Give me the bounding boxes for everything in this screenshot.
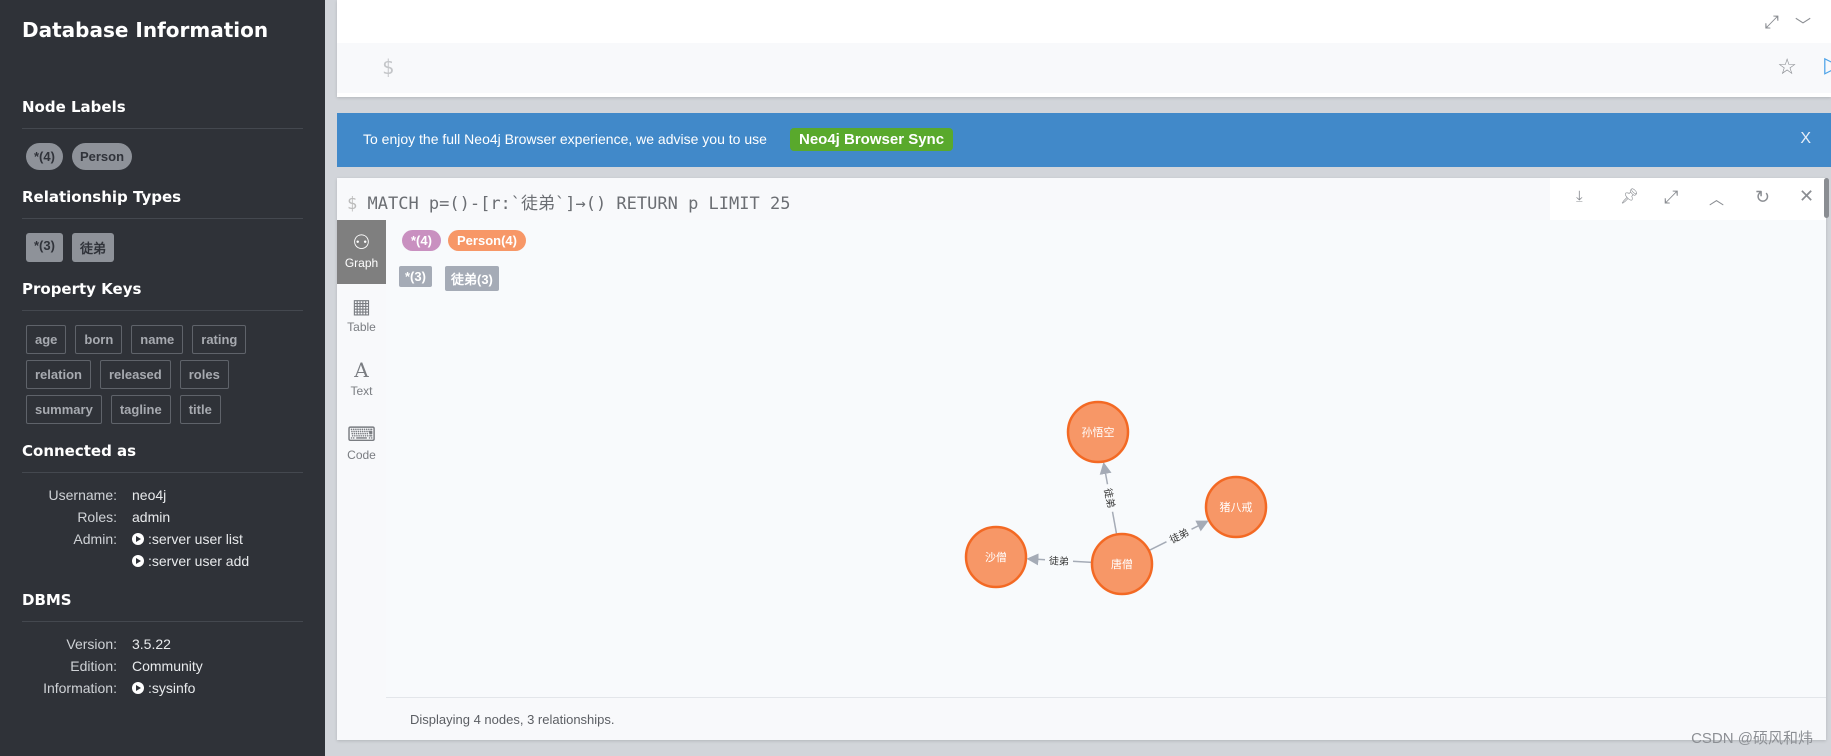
username: neo4j	[132, 487, 167, 503]
roles-label: Roles:	[77, 509, 117, 525]
close-icon[interactable]: ✕	[1799, 186, 1815, 206]
username-label: Username:	[48, 487, 117, 503]
relationship-label-bg	[1100, 482, 1120, 514]
rel-pill-tudi[interactable]: 徒弟(3)	[445, 266, 499, 291]
code-icon: ⌨	[347, 424, 376, 446]
node-caption: 孙悟空	[1082, 425, 1115, 439]
rel-types-heading: Relationship Types	[22, 188, 303, 219]
prompt-symbol: $	[382, 55, 395, 79]
label-pill-person[interactable]: Person(4)	[448, 230, 526, 251]
banner-close-button[interactable]: X	[1800, 130, 1811, 147]
chevron-up-icon[interactable]: ︿	[1709, 191, 1725, 208]
tab-graph[interactable]: ⚇ Graph	[337, 220, 386, 284]
play-icon	[132, 555, 144, 567]
result-footer: Displaying 4 nodes, 3 relationships.	[386, 697, 1826, 740]
rel-type-tudi[interactable]: 徒弟	[71, 233, 114, 262]
sync-banner: To enjoy the full Neo4j Browser experien…	[337, 113, 1831, 167]
text-icon: A	[354, 358, 369, 382]
expand-icon[interactable]: ⤢	[1764, 12, 1779, 32]
info-label: Information:	[43, 680, 117, 696]
query-text: MATCH p=()-[r:`徒弟`]→() RETURN p LIMIT 25	[367, 194, 791, 214]
graph-icon: ⚇	[352, 232, 371, 254]
link-text: :sysinfo	[148, 680, 196, 696]
scrollbar[interactable]	[1824, 178, 1829, 218]
graph-node[interactable]	[1090, 532, 1154, 596]
node-label-person[interactable]: Person	[71, 143, 133, 170]
expand-icon[interactable]: ⤢	[1664, 187, 1679, 207]
table-icon: ▦	[352, 296, 371, 318]
tab-label: Code	[347, 448, 376, 462]
star-icon[interactable]: ☆	[1777, 54, 1797, 79]
node-labels-heading: Node Labels	[22, 98, 303, 129]
play-icon	[132, 533, 144, 545]
watermark: CSDN @硕风和炜	[1691, 730, 1813, 747]
property-keys-heading: Property Keys	[22, 280, 303, 311]
graph-view[interactable]: *(4) Person(4) *(3) 徒弟(3) 徒弟徒弟徒弟孙悟空猪八戒沙僧…	[386, 220, 1826, 697]
tab-label: Graph	[344, 256, 379, 270]
tab-label: Text	[350, 384, 373, 398]
chevron-down-icon[interactable]: ﹀	[1794, 18, 1811, 35]
graph-node[interactable]	[1204, 475, 1268, 539]
tab-text[interactable]: A Text	[337, 348, 386, 412]
result-query[interactable]: $ MATCH p=()-[r:`徒弟`]→() RETURN p LIMIT …	[337, 178, 1550, 220]
property-key[interactable]: rating	[192, 325, 247, 354]
result-frame: $ MATCH p=()-[r:`徒弟`]→() RETURN p LIMIT …	[337, 178, 1826, 740]
play-icon	[132, 682, 144, 694]
property-key[interactable]: summary	[26, 395, 102, 424]
graph-node[interactable]	[964, 525, 1028, 589]
node-caption: 沙僧	[985, 551, 1007, 564]
tab-label: Table	[347, 320, 376, 334]
link-text: :server user list	[148, 531, 243, 547]
node-caption: 猪八戒	[1220, 501, 1253, 514]
sidebar-title: Database Information	[22, 18, 269, 42]
graph-node[interactable]	[1066, 400, 1130, 464]
label-pill-all[interactable]: *(4)	[402, 230, 441, 251]
pin-icon[interactable]: 📌︎	[1620, 188, 1640, 205]
browser-sync-button[interactable]: Neo4j Browser Sync	[790, 128, 954, 151]
node-label-all[interactable]: *(4)	[26, 143, 63, 170]
rerun-icon[interactable]: ↻	[1755, 187, 1771, 207]
node-caption: 唐僧	[1111, 557, 1133, 571]
tab-code[interactable]: ⌨ Code	[337, 412, 386, 476]
property-key[interactable]: released	[99, 360, 171, 389]
property-key[interactable]: born	[75, 325, 123, 354]
query-input[interactable]: $ ☆ ▷	[337, 43, 1831, 93]
version-label: Version:	[66, 636, 117, 652]
version: 3.5.22	[132, 636, 171, 652]
property-key[interactable]: name	[131, 325, 184, 354]
edition: Community	[132, 658, 203, 674]
connected-heading: Connected as	[22, 442, 303, 473]
roles: admin	[132, 509, 171, 525]
relationship-label: 徒弟	[1049, 554, 1070, 568]
download-icon[interactable]: ⤓	[1576, 188, 1583, 205]
relationship-label-bg	[1163, 522, 1195, 549]
property-key[interactable]: roles	[179, 360, 229, 389]
run-icon[interactable]: ▷	[1824, 52, 1831, 78]
link-text: :server user add	[148, 553, 250, 569]
sysinfo-link[interactable]: :sysinfo	[132, 680, 303, 696]
sidebar: Database Information Node Labels *(4) Pe…	[0, 0, 325, 756]
server-user-list-link[interactable]: :server user list	[132, 531, 303, 547]
banner-message: To enjoy the full Neo4j Browser experien…	[363, 131, 767, 147]
rel-type-all[interactable]: *(3)	[26, 233, 63, 262]
dbms-heading: DBMS	[22, 591, 303, 622]
relationship-label-bg	[1044, 552, 1074, 569]
prompt-symbol: $	[347, 194, 358, 214]
query-editor-frame: ⤢ ﹀ ✕ $ ☆ ▷	[337, 0, 1831, 97]
property-key[interactable]: tagline	[110, 395, 171, 424]
admin-label: Admin:	[73, 531, 117, 547]
tab-table[interactable]: ▦ Table	[337, 284, 386, 348]
property-key[interactable]: relation	[26, 360, 91, 389]
server-user-add-link[interactable]: :server user add	[132, 553, 303, 569]
relationship-label: 徒弟	[1101, 487, 1117, 509]
property-key[interactable]: title	[179, 395, 221, 424]
edition-label: Edition:	[70, 658, 117, 674]
rel-pill-all[interactable]: *(3)	[399, 266, 432, 287]
property-key[interactable]: age	[26, 325, 67, 354]
view-tabs: ⚇ Graph ▦ Table A Text ⌨ Code	[337, 220, 386, 740]
